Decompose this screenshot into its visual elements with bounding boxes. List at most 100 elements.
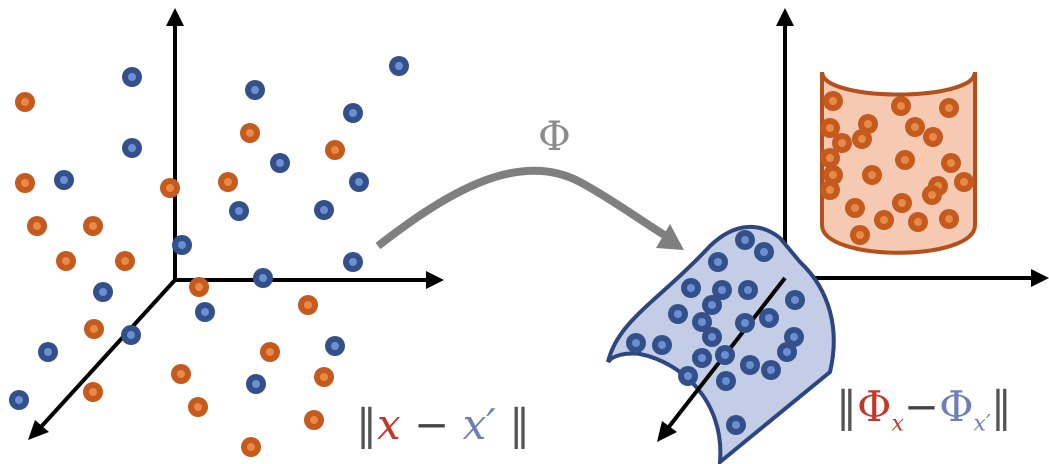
point-core bbox=[826, 186, 834, 194]
point-core bbox=[259, 274, 267, 282]
point-core bbox=[960, 178, 968, 186]
point-core bbox=[945, 215, 953, 223]
point-core bbox=[760, 248, 768, 256]
point-core bbox=[714, 258, 722, 266]
point-core bbox=[99, 288, 107, 296]
point-core bbox=[395, 62, 403, 70]
right-x-arrowhead bbox=[1031, 269, 1049, 287]
feature-space-distance-formula: ‖Φx−Φx′‖ bbox=[836, 382, 1012, 437]
point-core bbox=[947, 159, 955, 167]
point-core bbox=[201, 308, 209, 316]
point-core bbox=[929, 133, 937, 141]
right-y-arrowhead bbox=[776, 8, 794, 26]
point-core bbox=[178, 241, 186, 249]
point-core bbox=[829, 97, 837, 105]
x-symbol: x bbox=[377, 400, 401, 449]
point-core bbox=[246, 129, 254, 137]
point-core bbox=[658, 341, 666, 349]
point-core bbox=[856, 231, 864, 239]
point-core bbox=[698, 354, 706, 362]
point-core bbox=[741, 319, 749, 327]
x-prime-symbol: x′ bbox=[462, 400, 496, 449]
point-core bbox=[194, 403, 202, 411]
point-core bbox=[826, 154, 834, 162]
point-core bbox=[89, 388, 97, 396]
point-core bbox=[33, 222, 41, 230]
point-core bbox=[235, 207, 243, 215]
point-core bbox=[251, 86, 259, 94]
point-core bbox=[898, 199, 906, 207]
point-core bbox=[128, 144, 136, 152]
point-core bbox=[765, 314, 773, 322]
point-core bbox=[708, 301, 716, 309]
point-core bbox=[310, 416, 318, 424]
point-core bbox=[62, 257, 70, 265]
point-core bbox=[674, 310, 682, 318]
point-core bbox=[698, 318, 706, 326]
point-core bbox=[127, 331, 135, 339]
point-core bbox=[838, 139, 846, 147]
point-core bbox=[224, 178, 232, 186]
point-core bbox=[791, 296, 799, 304]
point-core bbox=[331, 146, 339, 154]
point-core bbox=[687, 284, 695, 292]
point-core bbox=[945, 104, 953, 112]
point-core bbox=[349, 258, 357, 266]
point-core bbox=[44, 348, 52, 356]
input-space-distance-formula: ‖x − x′ ‖ bbox=[356, 400, 531, 449]
point-core bbox=[195, 283, 203, 291]
right-axes bbox=[776, 8, 1049, 287]
left-z-axis bbox=[38, 278, 177, 430]
point-core bbox=[89, 222, 97, 230]
point-core bbox=[897, 102, 905, 110]
point-core bbox=[722, 377, 730, 385]
point-core bbox=[826, 124, 834, 132]
point-core bbox=[851, 204, 859, 212]
point-core bbox=[21, 179, 29, 187]
point-core bbox=[708, 333, 716, 341]
point-core bbox=[829, 171, 837, 179]
point-core bbox=[732, 421, 740, 429]
point-core bbox=[783, 348, 791, 356]
point-core bbox=[911, 123, 919, 131]
point-core bbox=[320, 373, 328, 381]
point-core bbox=[741, 236, 749, 244]
point-core bbox=[632, 339, 640, 347]
left-x-arrowhead bbox=[426, 271, 444, 289]
point-core bbox=[684, 372, 692, 380]
point-core bbox=[266, 348, 274, 356]
point-core bbox=[858, 135, 866, 143]
point-core bbox=[790, 333, 798, 341]
mapping-arrow bbox=[375, 166, 684, 250]
phi-x-symbol: Φ bbox=[857, 382, 892, 431]
blue-surface-points bbox=[626, 230, 805, 435]
phi-x-prime-symbol: Φ bbox=[939, 382, 974, 431]
point-core bbox=[349, 109, 357, 117]
point-core bbox=[128, 73, 136, 81]
point-core bbox=[767, 366, 775, 374]
left-point-cloud bbox=[9, 56, 409, 457]
left-axes bbox=[28, 8, 444, 440]
point-core bbox=[60, 176, 68, 184]
mapping-arrowhead bbox=[656, 224, 684, 250]
point-core bbox=[320, 206, 328, 214]
left-z-arrowhead bbox=[28, 420, 49, 440]
point-core bbox=[177, 370, 185, 378]
point-core bbox=[928, 191, 936, 199]
point-core bbox=[868, 171, 876, 179]
point-core bbox=[355, 178, 363, 186]
point-core bbox=[166, 184, 174, 192]
point-core bbox=[331, 342, 339, 350]
point-core bbox=[21, 98, 29, 106]
point-core bbox=[914, 218, 922, 226]
right-z-arrowhead bbox=[657, 421, 677, 442]
point-core bbox=[276, 159, 284, 167]
point-core bbox=[252, 380, 260, 388]
mapping-label: Φ bbox=[538, 114, 571, 160]
point-core bbox=[721, 351, 729, 359]
point-core bbox=[901, 156, 909, 164]
point-core bbox=[121, 257, 129, 265]
orange-cylinder-points bbox=[820, 91, 974, 245]
point-core bbox=[247, 443, 255, 451]
